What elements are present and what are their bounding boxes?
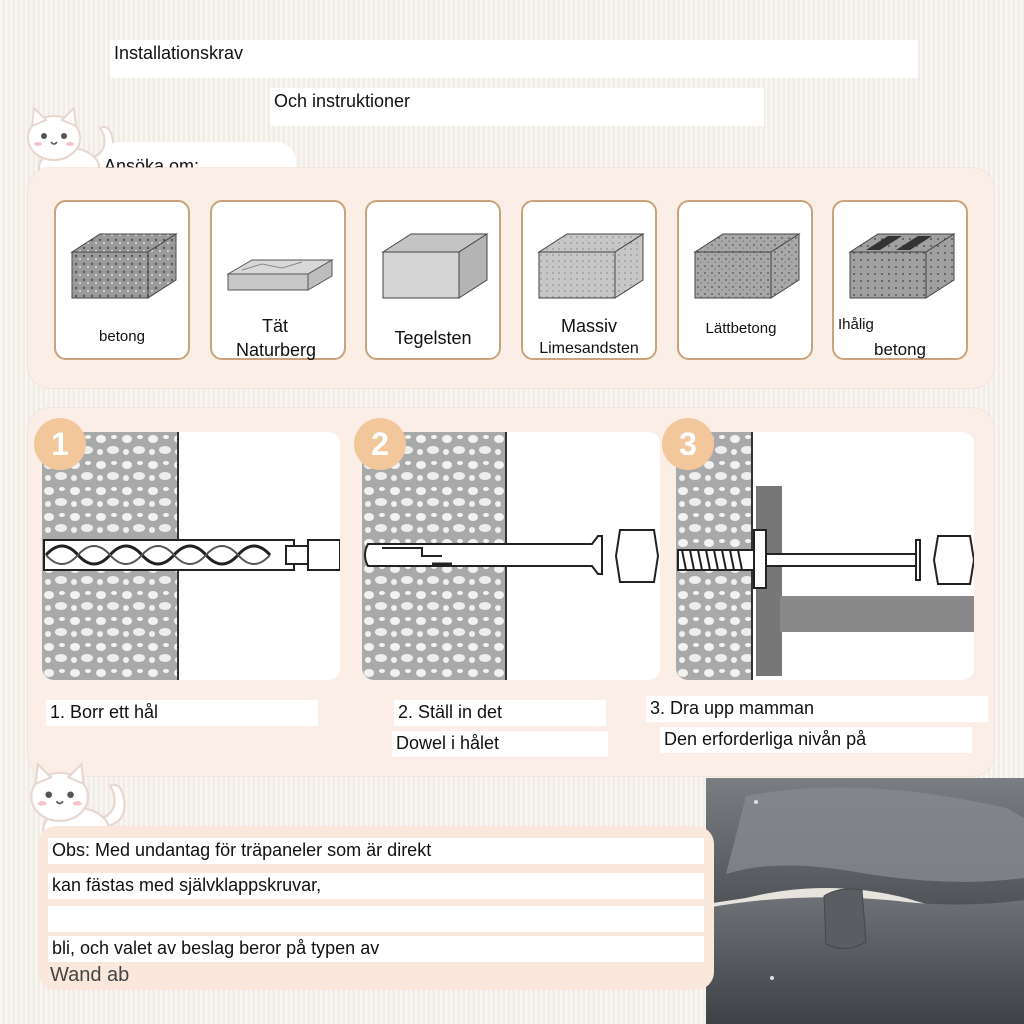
step-3-caption-text1: 3. Dra upp mamman xyxy=(650,698,815,718)
brick-icon xyxy=(381,233,489,299)
step-2-badge: 2 xyxy=(354,418,406,470)
page-title: Installationskrav xyxy=(110,40,918,78)
note-line-3 xyxy=(48,906,704,932)
step-3-caption-line1: 3. Dra upp mamman xyxy=(646,696,988,722)
note-line-4: bli, och valet av beslag beror på typen … xyxy=(48,936,704,962)
material-card-aerated-concrete: Lättbetong xyxy=(677,200,813,360)
material-card-sand-lime: Massiv Limesandsten xyxy=(521,200,657,360)
material-card-brick: Tegelsten xyxy=(365,200,501,360)
note-line-2-text: kan fästas med självklappskruvar, xyxy=(52,875,322,895)
note-line-2: kan fästas med självklappskruvar, xyxy=(48,873,704,899)
step-2-caption-line1: 2. Ställ in det xyxy=(394,700,606,726)
page-subtitle: Och instruktioner xyxy=(270,88,764,126)
hollow-label-line1: Ihålig xyxy=(838,316,874,333)
material-label: betong xyxy=(99,328,145,345)
note-line-4-text: bli, och valet av beslag beror på typen … xyxy=(52,938,380,958)
concrete-block-icon xyxy=(70,233,178,299)
material-label-line2: Naturberg xyxy=(235,340,317,360)
note-line-1-text: Obs: Med undantag för träpaneler som är … xyxy=(52,840,432,860)
page-subtitle-text: Och instruktioner xyxy=(274,91,411,111)
material-card-hollow-concrete: Ihålig betong xyxy=(832,200,968,360)
material-label-line2: betong xyxy=(874,340,926,359)
material-label-line1: Massiv xyxy=(560,316,617,336)
step-3-caption-line2: Den erforderliga nivån på xyxy=(660,727,972,753)
dowel-icon xyxy=(364,529,660,583)
screw-icon xyxy=(677,529,974,589)
material-label: Lättbetong xyxy=(705,320,777,337)
material-label: Tegelsten xyxy=(394,328,472,348)
material-card-natural-stone: Tät Naturberg xyxy=(210,200,346,360)
hollow-block-icon xyxy=(848,233,956,299)
plush-bed-photo xyxy=(706,778,1024,1024)
step-1-badge: 1 xyxy=(34,418,86,470)
drill-bit-icon xyxy=(43,539,340,571)
note-line-5: Wand ab xyxy=(50,964,130,986)
stone-slab-icon xyxy=(226,259,334,291)
material-label-line1: Tät xyxy=(261,316,288,336)
step-2-illustration xyxy=(362,432,660,680)
step-1-caption-text: 1. Borr ett hål xyxy=(50,702,159,722)
step-1-caption: 1. Borr ett hål xyxy=(46,700,318,726)
material-card-concrete: betong xyxy=(54,200,190,360)
step-2-caption-line2: Dowel i hålet xyxy=(392,731,608,757)
sandlime-block-icon xyxy=(537,233,645,299)
step-2-caption-text2: Dowel i hålet xyxy=(396,733,500,753)
aerated-block-icon xyxy=(693,233,801,299)
step-3-illustration xyxy=(676,432,974,680)
step-3-badge: 3 xyxy=(662,418,714,470)
step-2-caption-text1: 2. Ställ in det xyxy=(398,702,503,722)
step-1-illustration xyxy=(42,432,340,680)
step-3-caption-text2: Den erforderliga nivån på xyxy=(664,729,867,749)
note-line-1: Obs: Med undantag för träpaneler som är … xyxy=(48,838,704,864)
page-title-text: Installationskrav xyxy=(114,43,244,63)
material-label-line2: Limesandsten xyxy=(539,340,639,357)
